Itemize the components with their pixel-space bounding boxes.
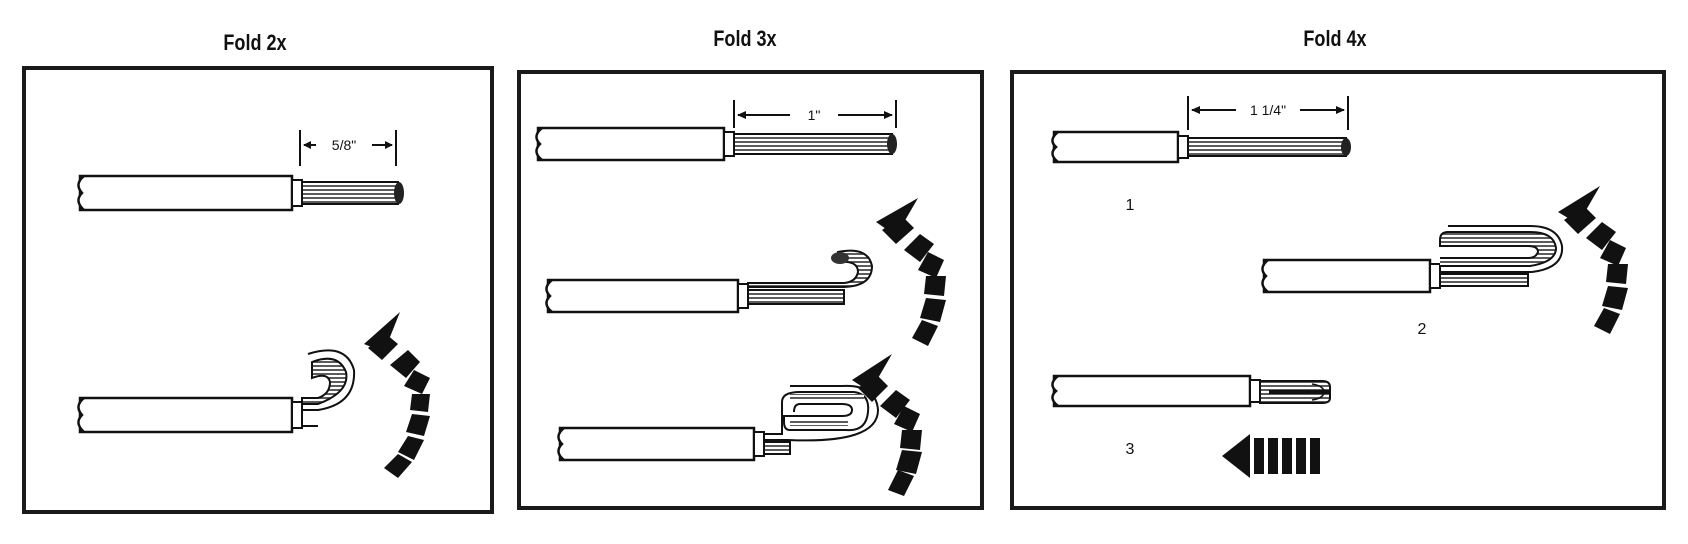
curved-arrow-icon <box>852 354 922 496</box>
dimension-label: 5/8" <box>332 137 356 153</box>
panel-title-fold-3x: Fold 3x <box>713 26 777 51</box>
wire-folded-back <box>1261 225 1564 294</box>
step-number-1: 1 <box>1126 197 1135 214</box>
curved-arrow-icon <box>364 312 430 478</box>
dimension-1-1-4-inch: 1 1/4" <box>1187 96 1349 130</box>
panel-title-fold-4x: Fold 4x <box>1303 26 1367 51</box>
wire-stripped-straight <box>535 126 897 162</box>
wire-hooked <box>545 249 874 314</box>
curved-arrow-icon <box>876 198 946 346</box>
dimension-5-8: 5/8" <box>299 130 397 166</box>
wire-folded-2x <box>77 349 356 434</box>
wire-folded-3x <box>557 384 880 462</box>
dimension-label: 1 1/4" <box>1250 102 1286 118</box>
dimension-1-inch: 1" <box>733 100 897 128</box>
curved-arrow-icon <box>1558 186 1628 334</box>
wire-stripped-straight <box>77 174 404 212</box>
left-arrow-icon <box>1222 434 1320 478</box>
wire-stripped-straight <box>1051 130 1351 164</box>
wire-folded-4x <box>1051 374 1331 408</box>
step-number-2: 2 <box>1418 321 1427 338</box>
step-number-3: 3 <box>1126 441 1135 458</box>
panel-title-fold-2x: Fold 2x <box>223 30 287 55</box>
dimension-label: 1" <box>808 107 821 123</box>
